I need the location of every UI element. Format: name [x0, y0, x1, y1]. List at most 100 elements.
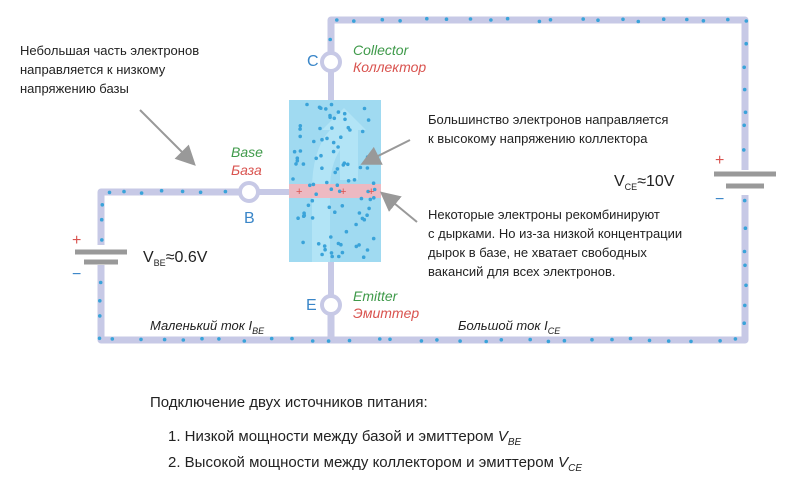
- electron-dot: [362, 106, 367, 111]
- vbe-plus-sign: +: [72, 232, 81, 249]
- emitter-terminal: E Emitter Эмиттер: [306, 262, 419, 321]
- electron-dot: [359, 196, 364, 201]
- electron-dot: [100, 203, 105, 207]
- electron-dot: [357, 211, 362, 215]
- electron-dot: [242, 339, 247, 343]
- electron-dot: [298, 149, 303, 153]
- electron-dot: [311, 182, 316, 187]
- electron-dot: [122, 189, 126, 194]
- electron-dot: [744, 41, 748, 46]
- caption-item-1: 1. Низкой мощности между базой и эмиттер…: [168, 428, 522, 448]
- electron-dot: [325, 136, 329, 141]
- transistor-crystal: + + +: [289, 100, 381, 262]
- electron-dot: [330, 126, 334, 130]
- electron-dot: [335, 167, 340, 171]
- electron-dots-crystal: [291, 102, 377, 259]
- electron-dot: [365, 213, 369, 217]
- electron-dot: [685, 17, 689, 22]
- electron-dot: [337, 254, 341, 259]
- electron-dot: [744, 19, 749, 23]
- electron-dot: [444, 17, 449, 22]
- electron-dot: [366, 118, 371, 122]
- electron-dot: [331, 149, 336, 154]
- electron-dot: [198, 190, 203, 195]
- electron-dot: [358, 165, 363, 170]
- electron-dot: [689, 339, 693, 344]
- electron-dot: [458, 339, 462, 343]
- electron-dot: [328, 115, 332, 120]
- electron-dot: [636, 19, 641, 24]
- electron-dot: [310, 216, 315, 220]
- electron-dot: [292, 149, 297, 154]
- annotation-arrows: [139, 109, 418, 223]
- electron-dot: [743, 110, 748, 115]
- electron-dots-wires: [97, 16, 749, 344]
- electron-dot: [335, 183, 340, 187]
- electron-dot: [546, 339, 551, 344]
- electron-dot: [339, 242, 343, 247]
- electron-dot: [340, 250, 345, 255]
- electron-dot: [378, 337, 382, 341]
- electron-dot: [269, 336, 274, 341]
- electron-dot: [342, 111, 347, 116]
- electron-dot: [354, 222, 358, 227]
- electron-dot: [365, 166, 370, 170]
- electron-dot: [308, 183, 312, 188]
- electron-dot: [296, 216, 300, 220]
- electron-dot: [99, 217, 104, 222]
- recombine-arrow: [379, 191, 418, 223]
- electron-dot: [139, 337, 143, 342]
- electron-dot: [742, 148, 746, 152]
- electron-dot: [366, 189, 370, 194]
- electron-dot: [348, 128, 352, 132]
- electron-dot: [590, 337, 594, 342]
- electron-dot: [365, 155, 370, 159]
- battery-vbe: + − VBE≈0.6V: [72, 232, 208, 283]
- electron-dot: [323, 247, 327, 252]
- electron-dot: [97, 336, 102, 341]
- electron-dot: [310, 339, 315, 343]
- electron-dot: [306, 203, 311, 208]
- electron-dot: [435, 338, 439, 342]
- electron-dot: [666, 339, 671, 343]
- electron-dot: [333, 210, 337, 214]
- electron-dot: [596, 18, 600, 23]
- electron-dot: [290, 336, 294, 341]
- electron-dot: [371, 181, 376, 185]
- electron-dot: [223, 189, 228, 194]
- electron-dot: [320, 252, 324, 257]
- electron-dot: [342, 161, 347, 165]
- base-region: [289, 184, 381, 198]
- collector-label-ru: Коллектор: [353, 59, 426, 75]
- electron-dot: [337, 189, 342, 194]
- electron-dot: [181, 338, 186, 342]
- vce-label: VCE≈10V: [614, 173, 675, 192]
- emitter-label-ru: Эмиттер: [353, 305, 419, 321]
- electron-dot: [324, 107, 328, 111]
- small-current-label: Маленький ток IBE: [150, 318, 265, 336]
- electron-dot: [733, 337, 738, 341]
- electron-dot: [330, 254, 335, 259]
- base-label-ru: База: [231, 162, 262, 178]
- svg-text:+: +: [340, 186, 346, 198]
- electron-dot: [295, 156, 300, 160]
- electron-dot: [200, 336, 204, 341]
- emitter-letter: E: [306, 297, 317, 314]
- electron-dot: [320, 166, 324, 170]
- electron-dot: [372, 187, 377, 192]
- electron-dot: [628, 336, 633, 341]
- electron-dot: [743, 263, 747, 268]
- electron-dot: [742, 249, 747, 254]
- electron-dot: [329, 187, 334, 191]
- electron-dot: [329, 235, 333, 239]
- electron-dot: [743, 303, 747, 308]
- base-wire: [97, 188, 248, 245]
- small-part-arrow: [139, 109, 196, 166]
- base-letter: B: [244, 210, 255, 227]
- annotation-majority: Большинство электронов направляется к вы…: [428, 112, 672, 146]
- electron-dot: [489, 18, 493, 22]
- electron-dot: [325, 180, 329, 185]
- electron-dot: [319, 153, 323, 158]
- electron-dot: [562, 338, 567, 343]
- electron-dot: [217, 337, 221, 341]
